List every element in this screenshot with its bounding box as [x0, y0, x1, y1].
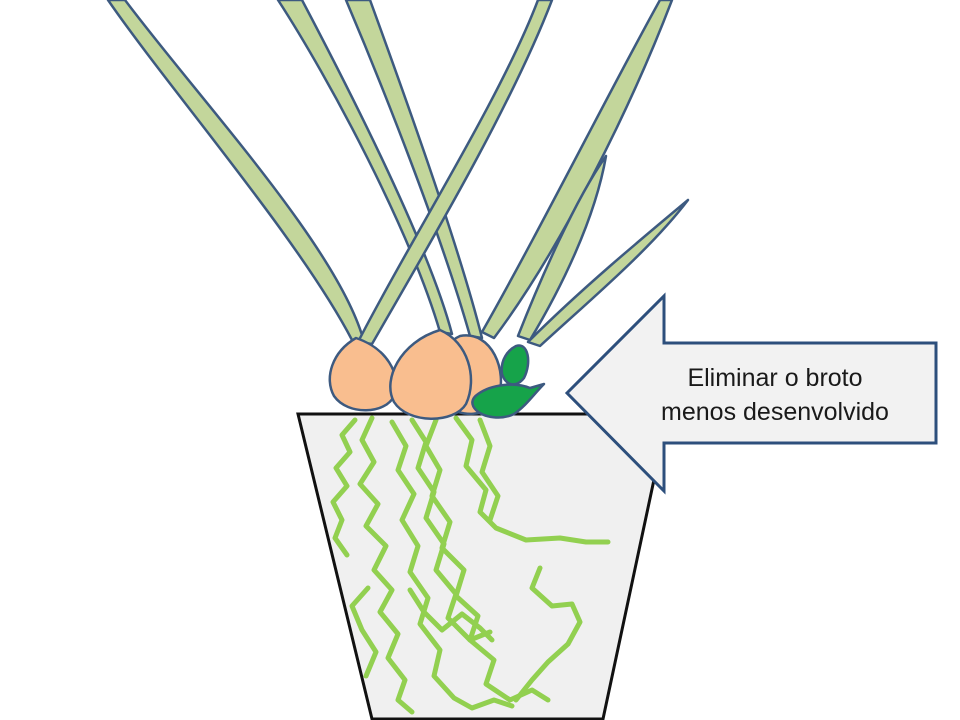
root — [407, 587, 495, 643]
bulb — [328, 336, 398, 412]
root — [330, 417, 358, 558]
arrow-shape — [564, 292, 938, 495]
root — [349, 585, 379, 679]
roots — [330, 415, 611, 715]
root — [423, 417, 551, 703]
root — [357, 415, 415, 715]
callout-line-2: menos desenvolvido — [661, 398, 889, 426]
leaf — [526, 198, 690, 348]
leaf — [356, 0, 554, 346]
root — [389, 419, 515, 711]
leaf — [106, 0, 366, 344]
root — [477, 417, 501, 523]
bulb — [389, 328, 473, 420]
root — [513, 565, 583, 703]
pot — [296, 412, 670, 720]
leaf — [516, 154, 608, 342]
leaf — [480, 0, 674, 340]
bulbs — [328, 328, 503, 420]
callout-arrow: Eliminar o broto menos desenvolvido — [564, 292, 938, 495]
leaves-front — [356, 0, 690, 348]
sprout — [471, 344, 546, 419]
sprout-bud — [471, 382, 546, 419]
sprout-shoot — [500, 344, 530, 386]
callout-line-1: Eliminar o broto — [687, 364, 862, 392]
